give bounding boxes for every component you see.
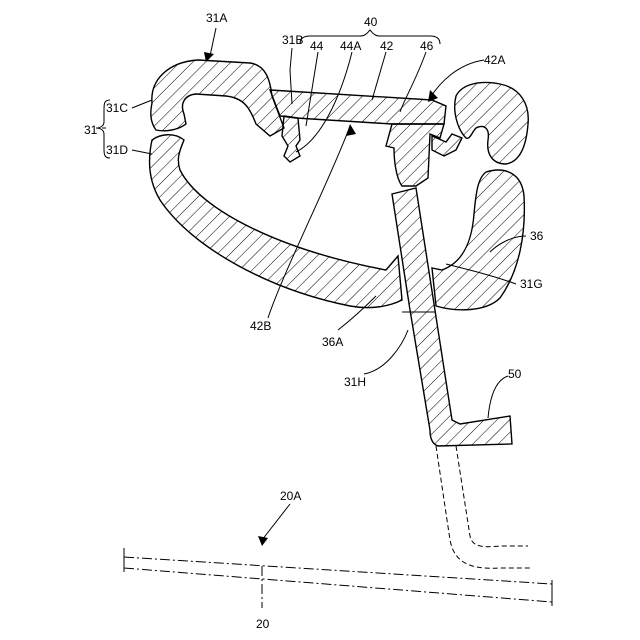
arrow-20a <box>258 536 268 546</box>
label-46: 46 <box>420 39 434 53</box>
seal-lip-42a <box>455 83 529 165</box>
label-31b: 31B <box>282 33 303 47</box>
seal-upper-section-31a <box>151 60 284 136</box>
surface-line-upper <box>124 557 552 584</box>
label-31a: 31A <box>206 11 227 25</box>
label-20: 20 <box>256 617 270 631</box>
label-36a: 36A <box>322 335 343 349</box>
label-20a: 20A <box>280 489 301 503</box>
label-31: 31 <box>84 123 98 137</box>
hook-46 <box>432 134 462 156</box>
label-31c: 31C <box>106 101 128 115</box>
arrow-42b <box>346 124 356 136</box>
label-42: 42 <box>380 39 394 53</box>
garnish-leg-46 <box>386 124 444 186</box>
surface-line-lower <box>124 568 552 602</box>
seal-lower-section-31d <box>150 135 402 308</box>
label-31g: 31G <box>520 277 543 291</box>
label-36: 36 <box>530 229 544 243</box>
label-31h: 31H <box>344 375 366 389</box>
seal-right-section-36 <box>432 170 524 310</box>
label-44a: 44A <box>340 39 361 53</box>
label-44: 44 <box>310 39 324 53</box>
label-42a: 42A <box>484 53 505 67</box>
label-50: 50 <box>508 367 522 381</box>
clip-44 <box>282 116 300 162</box>
label-40: 40 <box>364 15 378 29</box>
glass-dashed-outline <box>436 446 530 568</box>
glass-dashed-inner <box>456 446 528 547</box>
label-42b: 42B <box>250 319 271 333</box>
label-31d: 31D <box>106 143 128 157</box>
